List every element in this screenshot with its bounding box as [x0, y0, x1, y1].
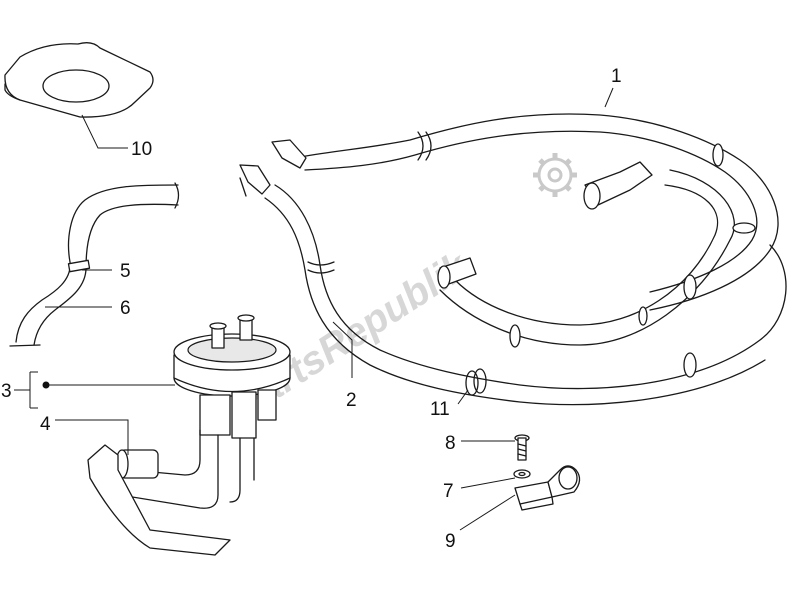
bolt	[514, 434, 530, 461]
watermark-gear-icon	[533, 153, 577, 197]
hose-clip	[514, 465, 581, 511]
callout-2: 2	[346, 390, 357, 411]
breather-hose	[9, 182, 180, 347]
leader-lines	[14, 87, 614, 531]
gasket-plate	[4, 42, 154, 118]
callout-11: 11	[430, 399, 450, 420]
callouts: 1 2 3 4 5 6 7 8 9 10 11	[1, 66, 622, 552]
callout-1: 1	[611, 66, 622, 87]
fuel-pump-unit	[115, 314, 291, 509]
callout-3-dot	[42, 381, 50, 389]
washer	[513, 469, 531, 479]
fuel-hoses	[239, 113, 787, 406]
callout-7: 7	[443, 481, 454, 502]
callout-8: 8	[445, 433, 456, 454]
callout-3: 3	[1, 381, 12, 402]
callout-6: 6	[120, 298, 131, 319]
callout-4: 4	[40, 414, 51, 435]
callout-9: 9	[445, 531, 456, 552]
callout-5: 5	[120, 261, 131, 282]
mounting-bracket	[87, 444, 231, 556]
callout-10: 10	[131, 139, 152, 160]
